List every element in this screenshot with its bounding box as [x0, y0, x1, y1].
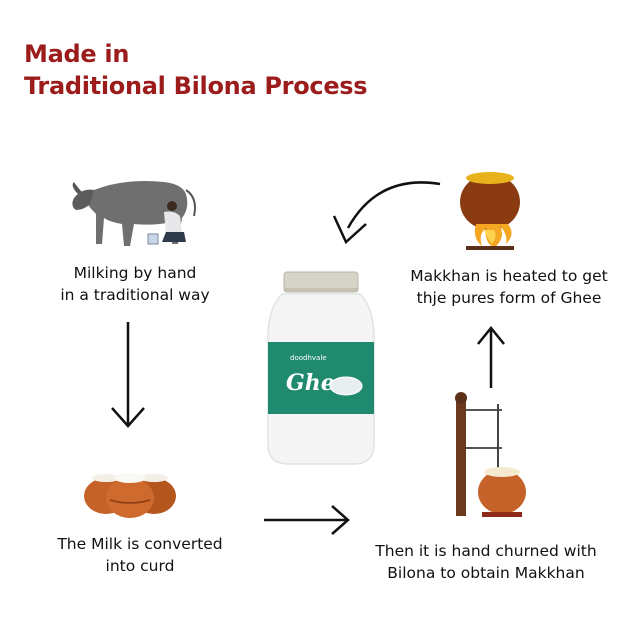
bilona-churner-icon — [455, 392, 526, 517]
title-line-1: Made in — [24, 40, 130, 68]
arrow-up-icon — [477, 326, 505, 388]
step-3-caption: Then it is hand churned with Bilona to o… — [358, 540, 614, 584]
step-1-caption: Milking by hand in a traditional way — [40, 262, 230, 306]
arrow-down-icon — [111, 322, 145, 428]
step-2-line-1: The Milk is converted — [57, 535, 223, 553]
step-4-line-2: thje pures form of Ghee — [416, 289, 602, 307]
title-line-2: Traditional Bilona Process — [24, 72, 368, 100]
cow-milking-icon — [72, 181, 196, 246]
arrow-right-icon — [264, 505, 350, 535]
page-title: Made in Traditional Bilona Process — [24, 38, 368, 102]
step-2-line-2: into curd — [105, 557, 175, 575]
curd-pots-icon — [84, 473, 176, 518]
heating-pot-fire-icon — [460, 172, 520, 250]
step-3-line-1: Then it is hand churned with — [375, 542, 597, 560]
step-2-caption: The Milk is converted into curd — [40, 533, 240, 577]
step-3-line-2: Bilona to obtain Makkhan — [387, 564, 585, 582]
step-1-line-2: in a traditional way — [60, 286, 210, 304]
jar-brand-text: doodhvale — [290, 354, 327, 362]
curved-arrow-icon — [332, 181, 441, 245]
ghee-jar-image: doodhvale Ghee — [267, 271, 375, 465]
step-1-line-1: Milking by hand — [73, 264, 197, 282]
step-4-caption: Makkhan is heated to get thje pures form… — [392, 265, 626, 309]
step-4-line-1: Makkhan is heated to get — [410, 267, 608, 285]
